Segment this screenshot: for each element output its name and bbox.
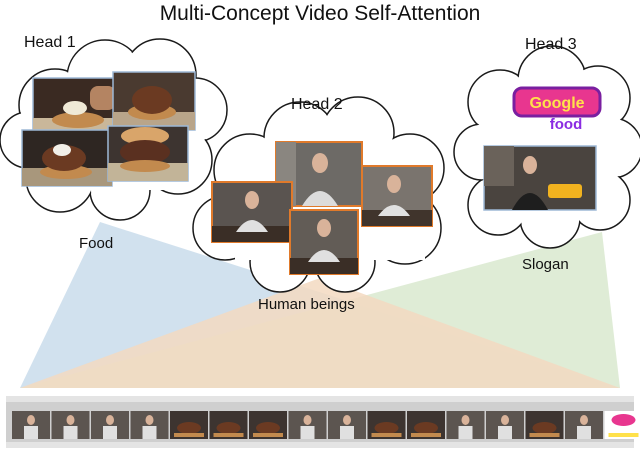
- timeline-frame-detail: [142, 426, 157, 439]
- head2-label: Head 2: [291, 96, 343, 113]
- timeline-frame-subject: [461, 415, 470, 425]
- timeline-frame-subject: [66, 415, 75, 425]
- figure-title: Multi-Concept Video Self-Attention: [159, 2, 481, 25]
- timeline-frame-detail: [498, 426, 512, 439]
- timeline-frame-subject: [374, 422, 399, 434]
- timeline-frame-detail: [577, 426, 591, 439]
- timeline-frame-detail: [63, 426, 78, 439]
- timeline-frame-subject: [177, 422, 201, 434]
- head3-label: Head 3: [525, 36, 577, 53]
- timeline-frames: [12, 411, 640, 439]
- timeline-frame-detail: [458, 426, 473, 439]
- slogan-concept-label: Slogan: [522, 256, 569, 273]
- timeline-frame-detail: [300, 426, 315, 439]
- timeline-frame-subject: [256, 422, 280, 434]
- timeline-frame-subject: [501, 415, 509, 425]
- google-mouth-logo: Google food: [512, 86, 602, 133]
- timeline-frame-subject: [27, 415, 35, 425]
- timeline-frame-subject: [414, 422, 438, 434]
- timeline-frame-detail: [340, 426, 354, 439]
- timeline-frame-subject: [611, 414, 636, 426]
- timeline-frame-subject: [106, 415, 114, 425]
- timeline-frame-detail: [253, 433, 283, 437]
- food-concept-label: Food: [79, 235, 114, 252]
- logo-sub-text: food: [550, 116, 582, 133]
- head1-frame-4: [107, 125, 189, 182]
- timeline-frame-detail: [24, 426, 38, 439]
- human-beings-concept-label: Human beings: [258, 296, 355, 313]
- timeline-frame-detail: [103, 426, 117, 439]
- head1-label: Head 1: [24, 34, 76, 51]
- timeline-frame-detail: [174, 433, 204, 437]
- head2-frame-right: [361, 165, 433, 227]
- timeline-frame-detail: [411, 433, 441, 437]
- head1-frame-2: [112, 71, 196, 131]
- head3-frame: [483, 145, 597, 211]
- head2-frame-left: [211, 181, 293, 243]
- timeline-frame-detail: [213, 433, 244, 437]
- timeline-frame-detail: [529, 433, 560, 437]
- logo-main-text: Google: [529, 95, 584, 112]
- timeline-frame-subject: [580, 415, 588, 425]
- head2-frame-bottom: [289, 209, 359, 275]
- timeline-frame-detail: [371, 433, 402, 437]
- timeline-frame-subject: [532, 422, 557, 434]
- timeline-frame-subject: [216, 422, 241, 434]
- head1-frame-3: [21, 129, 113, 187]
- timeline-frame-subject: [145, 415, 154, 425]
- timeline-frame-detail: [608, 433, 639, 437]
- video-timeline: [6, 396, 640, 448]
- timeline-frame-subject: [303, 415, 312, 425]
- human-attention-beam: [20, 278, 620, 388]
- timeline-frame-subject: [343, 415, 351, 425]
